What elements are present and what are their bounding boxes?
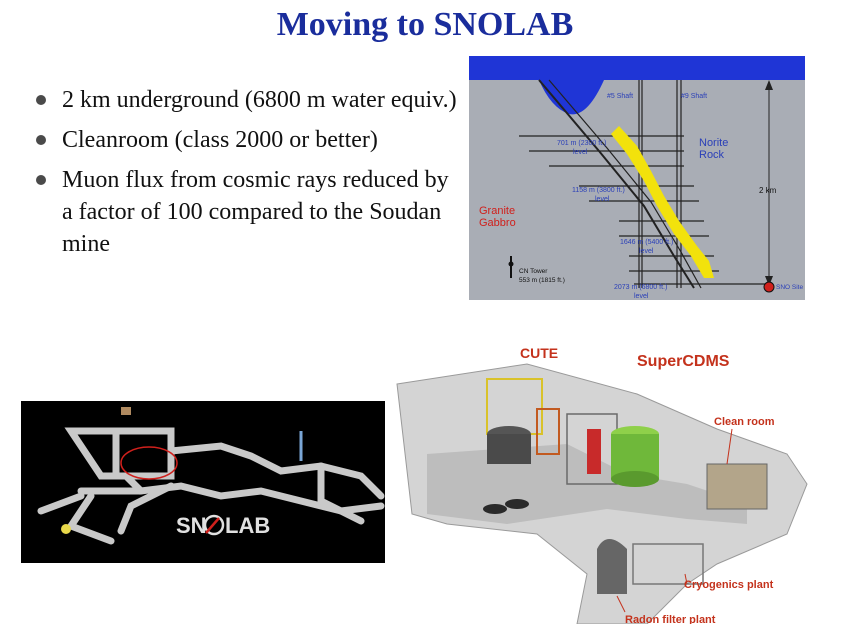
tunnel-network <box>37 427 385 545</box>
surface-water <box>469 56 805 115</box>
supercdms-tank <box>611 471 659 487</box>
equipment-marker <box>61 524 71 534</box>
bullet-item: Muon flux from cosmic rays reduced by a … <box>34 164 464 260</box>
norite-rock-label: Rock <box>699 149 725 161</box>
shaft-9-label: #9 Shaft <box>681 93 707 100</box>
bullet-text: 2 km underground (6800 m water equiv.) <box>62 87 457 113</box>
highlight-circle <box>120 446 178 480</box>
cryogenics-pointer <box>684 573 688 585</box>
slide-title: Moving to SNOLAB <box>276 6 574 43</box>
sno-site-marker-icon <box>763 281 775 293</box>
cryogenics-frame <box>632 543 704 585</box>
cn-tower-icon <box>508 261 514 267</box>
snolab-logo-part2: LAB <box>225 513 270 538</box>
ramp-line <box>548 79 702 289</box>
shaft-5-label: #5 Shaft <box>607 93 633 100</box>
snolab-experiment-layout-diagram: CUTE SuperCDMS Clean room Cryogenics pla… <box>396 345 808 624</box>
bullet-list: 2 km underground (6800 m water equiv.) C… <box>34 84 464 268</box>
cute-label: CUTE <box>520 345 558 361</box>
level-1158-label: 1158 m (3800 ft.) <box>572 187 625 194</box>
rock-background <box>469 56 805 300</box>
snolab-logo-o-icon <box>203 514 225 536</box>
depth-arrow-head <box>765 276 773 286</box>
radon-pointer <box>616 595 626 613</box>
bullet-item: Cleanroom (class 2000 or better) <box>34 124 464 156</box>
level-701-label: 701 m (2300 ft.) <box>557 140 606 147</box>
level-word-label: level <box>634 293 649 300</box>
clean-room-label: Clean room <box>714 416 775 428</box>
gabbro-label: Gabbro <box>479 217 516 229</box>
cn-tower-label: CN Tower <box>519 268 548 275</box>
bullet-dot-icon <box>36 135 46 145</box>
level-1646-label: 1646 m (5400 ft.) <box>620 239 673 246</box>
radon-tunnel-arch <box>597 539 627 594</box>
bullet-text: Cleanroom (class 2000 or better) <box>62 127 378 153</box>
red-equipment <box>587 429 601 474</box>
mine-cross-section-diagram: #5 Shaft #9 Shaft 701 m (2300 ft.) level… <box>469 56 805 300</box>
level-2073-label: 2073 m (6800 ft.) <box>614 284 667 291</box>
cn-tower-height-label: 553 m (1815 ft.) <box>519 277 565 284</box>
barrel <box>505 499 529 509</box>
layout-background <box>21 401 385 563</box>
norite-label: Norite <box>699 137 728 149</box>
equipment-marker <box>121 407 131 415</box>
barrel <box>483 504 507 514</box>
snolab-logo-slash-icon <box>205 517 220 534</box>
radon-label: Radon filter plant <box>625 614 716 624</box>
sno-site-label: SNO Site <box>776 284 803 291</box>
ore-body <box>611 126 714 278</box>
ramp-line <box>538 79 695 289</box>
orange-rack <box>536 408 560 455</box>
bullet-text: Muon flux from cosmic rays reduced by a … <box>62 167 449 257</box>
granite-label: Granite <box>479 205 515 217</box>
snolab-logo-part1: SN <box>176 513 207 538</box>
snolab-layout-image: SN LAB <box>21 401 385 563</box>
supercdms-label: SuperCDMS <box>637 353 730 370</box>
depth-arrow-head <box>765 80 773 90</box>
cute-tank <box>487 434 531 464</box>
level-word-label: level <box>639 248 654 255</box>
bullet-item: 2 km underground (6800 m water equiv.) <box>34 84 464 116</box>
cryogenics-label: Cryogenics plant <box>684 579 774 591</box>
bullet-dot-icon <box>36 95 46 105</box>
level-word-label: level <box>595 196 610 203</box>
clean-room-pointer <box>726 428 733 465</box>
bullet-dot-icon <box>36 175 46 185</box>
level-word-label: level <box>573 149 588 156</box>
clean-room-box <box>706 463 768 510</box>
depth-2km-label: 2 km <box>759 186 777 195</box>
mine-levels <box>519 135 769 285</box>
